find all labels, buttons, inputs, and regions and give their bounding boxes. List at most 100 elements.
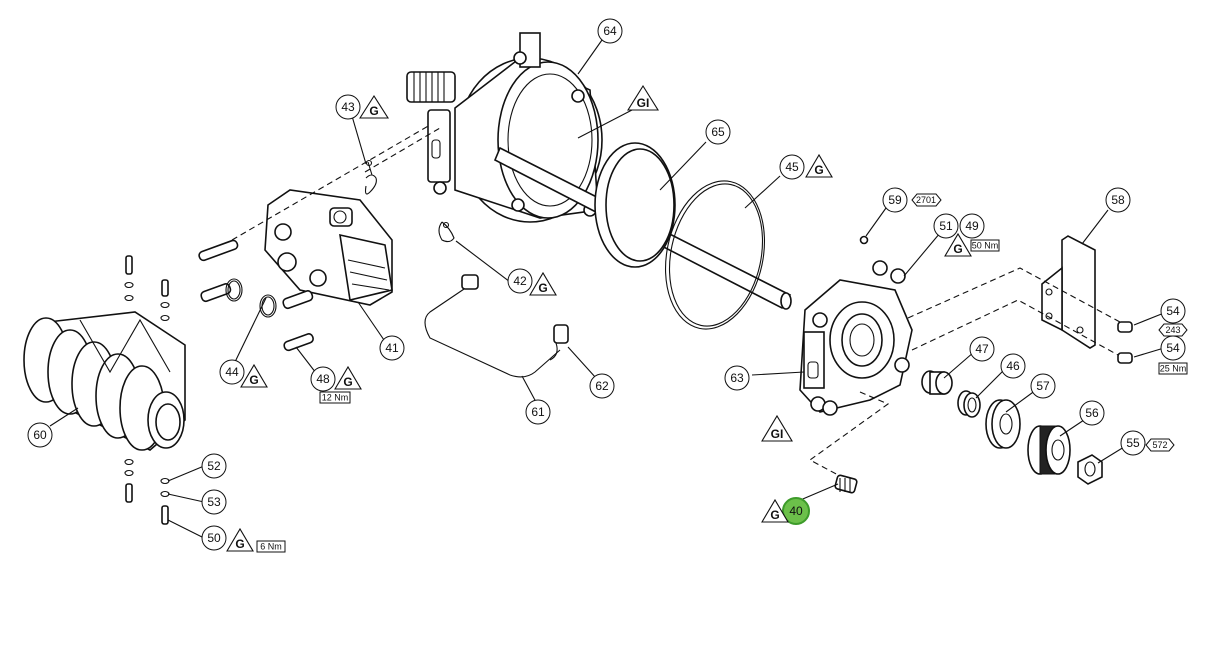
balloon-49-label: 49 <box>965 219 979 233</box>
part-65-disc[interactable] <box>594 142 676 268</box>
part-42-clip[interactable] <box>438 221 455 243</box>
grease-symbol-44-text: G <box>249 373 258 387</box>
balloon-59[interactable]: 59 <box>882 187 908 213</box>
part-59-seal[interactable] <box>859 235 869 245</box>
balloon-50[interactable]: 50 <box>201 525 227 551</box>
balloon-65-label: 65 <box>711 125 725 139</box>
part-60-bellows[interactable] <box>23 311 186 451</box>
threadlock-tag-2701-text: 2701 <box>916 195 936 205</box>
balloon-56-label: 56 <box>1085 406 1099 420</box>
dash-fitting <box>808 391 890 477</box>
balloon-48-label: 48 <box>316 372 330 386</box>
balloon-62[interactable]: 62 <box>589 373 615 399</box>
balloon-52-label: 52 <box>207 459 221 473</box>
torque-note-49: 50 Nm <box>970 239 1000 252</box>
threadlock-tag-572-text: 572 <box>1152 440 1167 450</box>
grease-symbol-50: G <box>226 527 254 552</box>
balloon-48[interactable]: 48 <box>310 366 336 392</box>
part-46-seal[interactable] <box>957 390 981 418</box>
balloon-45[interactable]: 45 <box>779 154 805 180</box>
part-44-orings[interactable] <box>225 278 277 318</box>
grease-inside-symbol-63: GI <box>761 414 793 442</box>
part-47-bushing[interactable] <box>921 370 953 395</box>
balloon-56[interactable]: 56 <box>1079 400 1105 426</box>
grease-symbol-49-text: G <box>953 242 962 256</box>
part-hardware-left[interactable] <box>124 255 170 525</box>
part-57-flange[interactable] <box>985 399 1021 449</box>
torque-note-54: 25 Nm <box>1158 362 1188 375</box>
part-58-bracket[interactable] <box>1041 235 1096 349</box>
dash-shaft-left <box>364 127 441 173</box>
part-56-pulley[interactable] <box>1027 425 1071 475</box>
grease-symbol-49: G <box>944 232 972 257</box>
balloon-43-label: 43 <box>341 100 355 114</box>
balloon-54-top[interactable]: 54 <box>1160 298 1186 324</box>
part-54-screws[interactable] <box>1117 321 1133 364</box>
balloon-65[interactable]: 65 <box>705 119 731 145</box>
balloon-50-label: 50 <box>207 531 221 545</box>
balloon-46[interactable]: 46 <box>1000 353 1026 379</box>
balloon-40-highlighted[interactable]: 40 <box>782 497 810 525</box>
balloon-60[interactable]: 60 <box>27 422 53 448</box>
balloon-61-label: 61 <box>531 405 545 419</box>
grease-symbol-40-text: G <box>770 508 779 522</box>
threadlock-tag-572: 572 <box>1145 438 1175 452</box>
balloon-41[interactable]: 41 <box>379 335 405 361</box>
part-61-tube[interactable] <box>424 274 569 378</box>
balloon-43[interactable]: 43 <box>335 94 361 120</box>
torque-note-50-text: 6 Nm <box>260 542 282 552</box>
balloon-52[interactable]: 52 <box>201 453 227 479</box>
balloon-54-bottom-label: 54 <box>1166 341 1180 355</box>
balloon-57[interactable]: 57 <box>1030 373 1056 399</box>
balloon-49[interactable]: 49 <box>959 213 985 239</box>
dash-bracket-top <box>907 267 1121 323</box>
grease-inside-symbol-64-text: GI <box>637 96 650 110</box>
part-43-clip[interactable] <box>364 159 377 195</box>
balloon-44[interactable]: 44 <box>219 359 245 385</box>
balloon-63-label: 63 <box>730 371 744 385</box>
balloon-60-label: 60 <box>33 428 47 442</box>
balloon-41-label: 41 <box>385 341 399 355</box>
leader-lines <box>49 39 1165 539</box>
balloon-61[interactable]: 61 <box>525 399 551 425</box>
grease-symbol-45-text: G <box>814 163 823 177</box>
balloon-58[interactable]: 58 <box>1105 187 1131 213</box>
balloon-45-label: 45 <box>785 160 799 174</box>
balloon-42[interactable]: 42 <box>507 268 533 294</box>
grease-symbol-43-text: G <box>369 104 378 118</box>
part-64-housing[interactable] <box>406 32 603 223</box>
balloon-47[interactable]: 47 <box>969 336 995 362</box>
balloon-53[interactable]: 53 <box>201 489 227 515</box>
part-45-oring[interactable] <box>652 172 777 339</box>
threadlock-tag-243: 243 <box>1158 323 1188 337</box>
balloon-64[interactable]: 64 <box>597 18 623 44</box>
grease-symbol-42-text: G <box>538 281 547 295</box>
balloon-44-label: 44 <box>225 365 239 379</box>
balloon-55[interactable]: 55 <box>1120 430 1146 456</box>
torque-note-48: 12 Nm <box>319 391 351 404</box>
torque-note-50: 6 Nm <box>256 540 286 553</box>
grease-symbol-44: G <box>240 363 268 388</box>
part-55-nut[interactable] <box>1077 454 1103 485</box>
grease-symbol-50-text: G <box>235 537 244 551</box>
grease-inside-symbol-64: GI <box>627 84 659 111</box>
balloon-51[interactable]: 51 <box>933 213 959 239</box>
balloon-46-label: 46 <box>1006 359 1020 373</box>
balloon-62-label: 62 <box>595 379 609 393</box>
part-40-fitting[interactable] <box>834 474 858 494</box>
balloon-54-bottom[interactable]: 54 <box>1160 335 1186 361</box>
balloon-57-label: 57 <box>1036 379 1050 393</box>
torque-note-49-text: 50 Nm <box>972 241 999 251</box>
grease-symbol-43: G <box>358 94 390 119</box>
part-63-pump-body[interactable] <box>799 260 913 416</box>
part-41-valve-block[interactable] <box>264 189 393 306</box>
balloon-58-label: 58 <box>1111 193 1125 207</box>
part-screws-41[interactable] <box>198 239 314 352</box>
grease-symbol-42: G <box>529 271 557 296</box>
torque-note-48-text: 12 Nm <box>322 393 349 403</box>
balloon-59-label: 59 <box>888 193 902 207</box>
balloon-40-label: 40 <box>789 504 803 518</box>
balloon-63[interactable]: 63 <box>724 365 750 391</box>
balloon-53-label: 53 <box>207 495 221 509</box>
